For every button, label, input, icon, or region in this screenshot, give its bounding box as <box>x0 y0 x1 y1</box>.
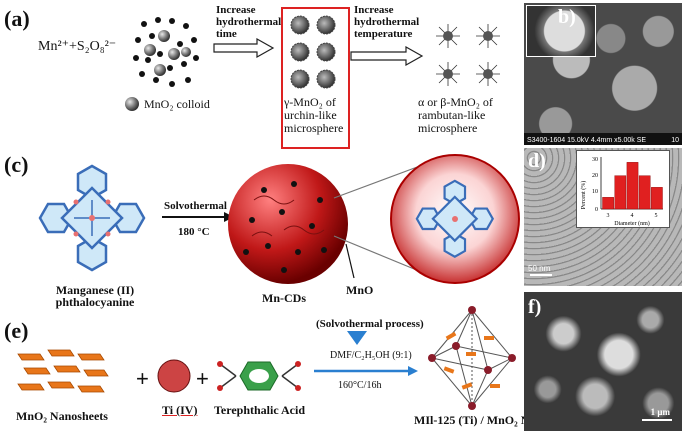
hist-bar-3.5 <box>614 175 627 210</box>
sem-caption: S3400-1604 15.0kV 4.4mm x5.00k SE <box>527 137 647 144</box>
mil125-octahedron <box>428 306 516 410</box>
mno-text: MnO <box>346 283 374 297</box>
panel-c-label: (c) <box>4 152 29 177</box>
temperature-text: 180 °C <box>178 226 210 238</box>
zoom-circle <box>390 154 520 284</box>
solvent-text: DMF/C₂H₅OH (9:1) <box>330 350 412 361</box>
mn-cd-sphere <box>228 164 348 284</box>
hist-bar-4.0 <box>626 162 639 210</box>
hist-xtick-5: 5 <box>655 213 658 219</box>
sem-scale-b: 10 <box>671 137 679 144</box>
step1-text: Increase hydrothermal time <box>216 4 282 40</box>
hist-bar-5.0 <box>651 187 663 210</box>
terephthalic-acid-graphic <box>217 361 301 391</box>
tem-scale-text: 50 nm <box>528 264 551 273</box>
nanosheets-text: MnO₂ Nanosheets <box>16 409 108 423</box>
panel-f-label: f) <box>528 296 542 318</box>
hist-ylabel: Percent (%) <box>580 181 587 210</box>
phthalocyanine-molecule <box>38 164 146 272</box>
panel-a-label: (a) <box>4 6 30 31</box>
arrow-right-icon-4 <box>314 366 418 376</box>
hist-xlabel: Diameter (nm) <box>614 220 649 227</box>
colloid-legend-icon <box>125 97 139 111</box>
reactants-text: Mn²⁺+S₂O₈²⁻ <box>38 39 117 54</box>
sem-image-b: S3400-1604 15.0kV 4.4mm x5.00k SE 10 <box>524 3 682 145</box>
hist-ytick-30: 30 <box>592 157 598 163</box>
sem-caption-bar <box>524 133 682 145</box>
step2-text: Increase hydrothermal temperature <box>354 4 420 40</box>
colloid-legend-text: MnO₂ colloid <box>144 97 210 111</box>
arrow-right-icon-2 <box>350 46 424 66</box>
sem-f-scale-bar <box>642 419 672 421</box>
rambutan-spheres <box>436 24 500 86</box>
mn-cds-text: Mn-CDs <box>262 291 306 305</box>
plus-sign-1: + <box>136 366 149 391</box>
nanosheets-graphic <box>17 349 109 393</box>
hist-bar-4.5 <box>638 175 651 210</box>
sem-f-scale-text: 1 μm <box>650 407 670 417</box>
hist-bar-3.0 <box>602 197 614 210</box>
hist-xtick-4: 4 <box>631 213 634 219</box>
panel-b-label: b) <box>558 6 576 28</box>
process-text: (Solvothermal process) <box>316 318 424 330</box>
ti-text: Ti (IV) <box>162 403 198 417</box>
conditions-text: 160°C/16h <box>338 380 382 391</box>
mno-pointer <box>345 244 355 279</box>
solvothermal-text: Solvothermal <box>164 200 227 212</box>
diameter-histogram: Percent (%) 30 20 10 0 3 4 5 Diameter (n… <box>576 150 670 228</box>
precursor-text: Manganese (II) phthalocyanine <box>55 283 135 309</box>
mil125-text: MIl-125 (Ti) / MnO₂ NS <box>414 413 537 427</box>
product1-text: γ-MnO₂ of urchin-like microsphere <box>284 95 344 135</box>
urchin-spheres <box>290 15 336 89</box>
colloid-cluster <box>133 17 199 87</box>
sem-image-f: 1 μm <box>524 292 682 431</box>
panel-e-label: (e) <box>4 318 29 343</box>
sem-inset <box>526 5 596 57</box>
product2-text: α or β-MnO₂ of rambutan-like microsphere <box>418 95 493 135</box>
arrow-right-icon <box>213 38 275 58</box>
hist-ytick-20: 20 <box>592 173 598 179</box>
plus-sign-2: + <box>196 366 209 391</box>
ti-sphere <box>157 359 191 393</box>
tem-scale-bar <box>530 274 552 276</box>
panel-d-label: d) <box>528 150 546 172</box>
hist-ytick-0: 0 <box>595 207 598 213</box>
hist-ytick-10: 10 <box>592 189 598 195</box>
arrow-down-icon <box>347 331 367 345</box>
urchin-box <box>281 7 350 149</box>
hist-xtick-3: 3 <box>607 213 610 219</box>
acid-text: Terephthalic Acid <box>214 403 306 417</box>
